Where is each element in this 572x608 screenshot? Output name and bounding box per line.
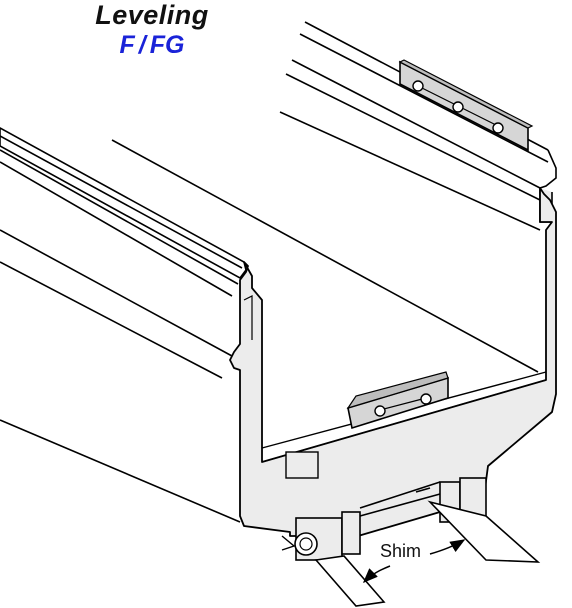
channel-end-profile: [229, 187, 557, 537]
shim-arrow-right: [429, 539, 466, 555]
diagram-title: Leveling F/FG: [82, 2, 222, 58]
title-leveling: Leveling: [95, 0, 209, 30]
rear-bracket-bolt-hole: [492, 122, 504, 134]
model-code-f: F: [119, 31, 135, 59]
shim-strip-right: [427, 500, 541, 563]
title-models: F/FG: [82, 33, 222, 58]
front-side-wall: [0, 127, 247, 523]
front-bracket-bolt-hole: [374, 405, 386, 417]
model-code-fg: FG: [149, 31, 185, 59]
shim-strip-left: [314, 555, 386, 607]
anchor-bolt: [281, 532, 318, 556]
shim-callout-arrows: [362, 539, 466, 584]
front-bracket-bolt-hole: [420, 393, 432, 405]
rear-bracket-bolt-hole: [412, 80, 424, 92]
shim-arrow-left: [362, 565, 391, 584]
shim-label: Shim: [380, 541, 422, 561]
shim-strips: [314, 500, 541, 607]
back-wall: [111, 21, 557, 373]
support-feet: [295, 477, 487, 561]
rear-bracket-bolt-hole: [452, 101, 464, 113]
model-separator: /: [138, 31, 146, 59]
rear-leveling-bracket: [398, 59, 534, 152]
support-foot: [341, 511, 361, 555]
front-leveling-bracket: [346, 371, 449, 430]
